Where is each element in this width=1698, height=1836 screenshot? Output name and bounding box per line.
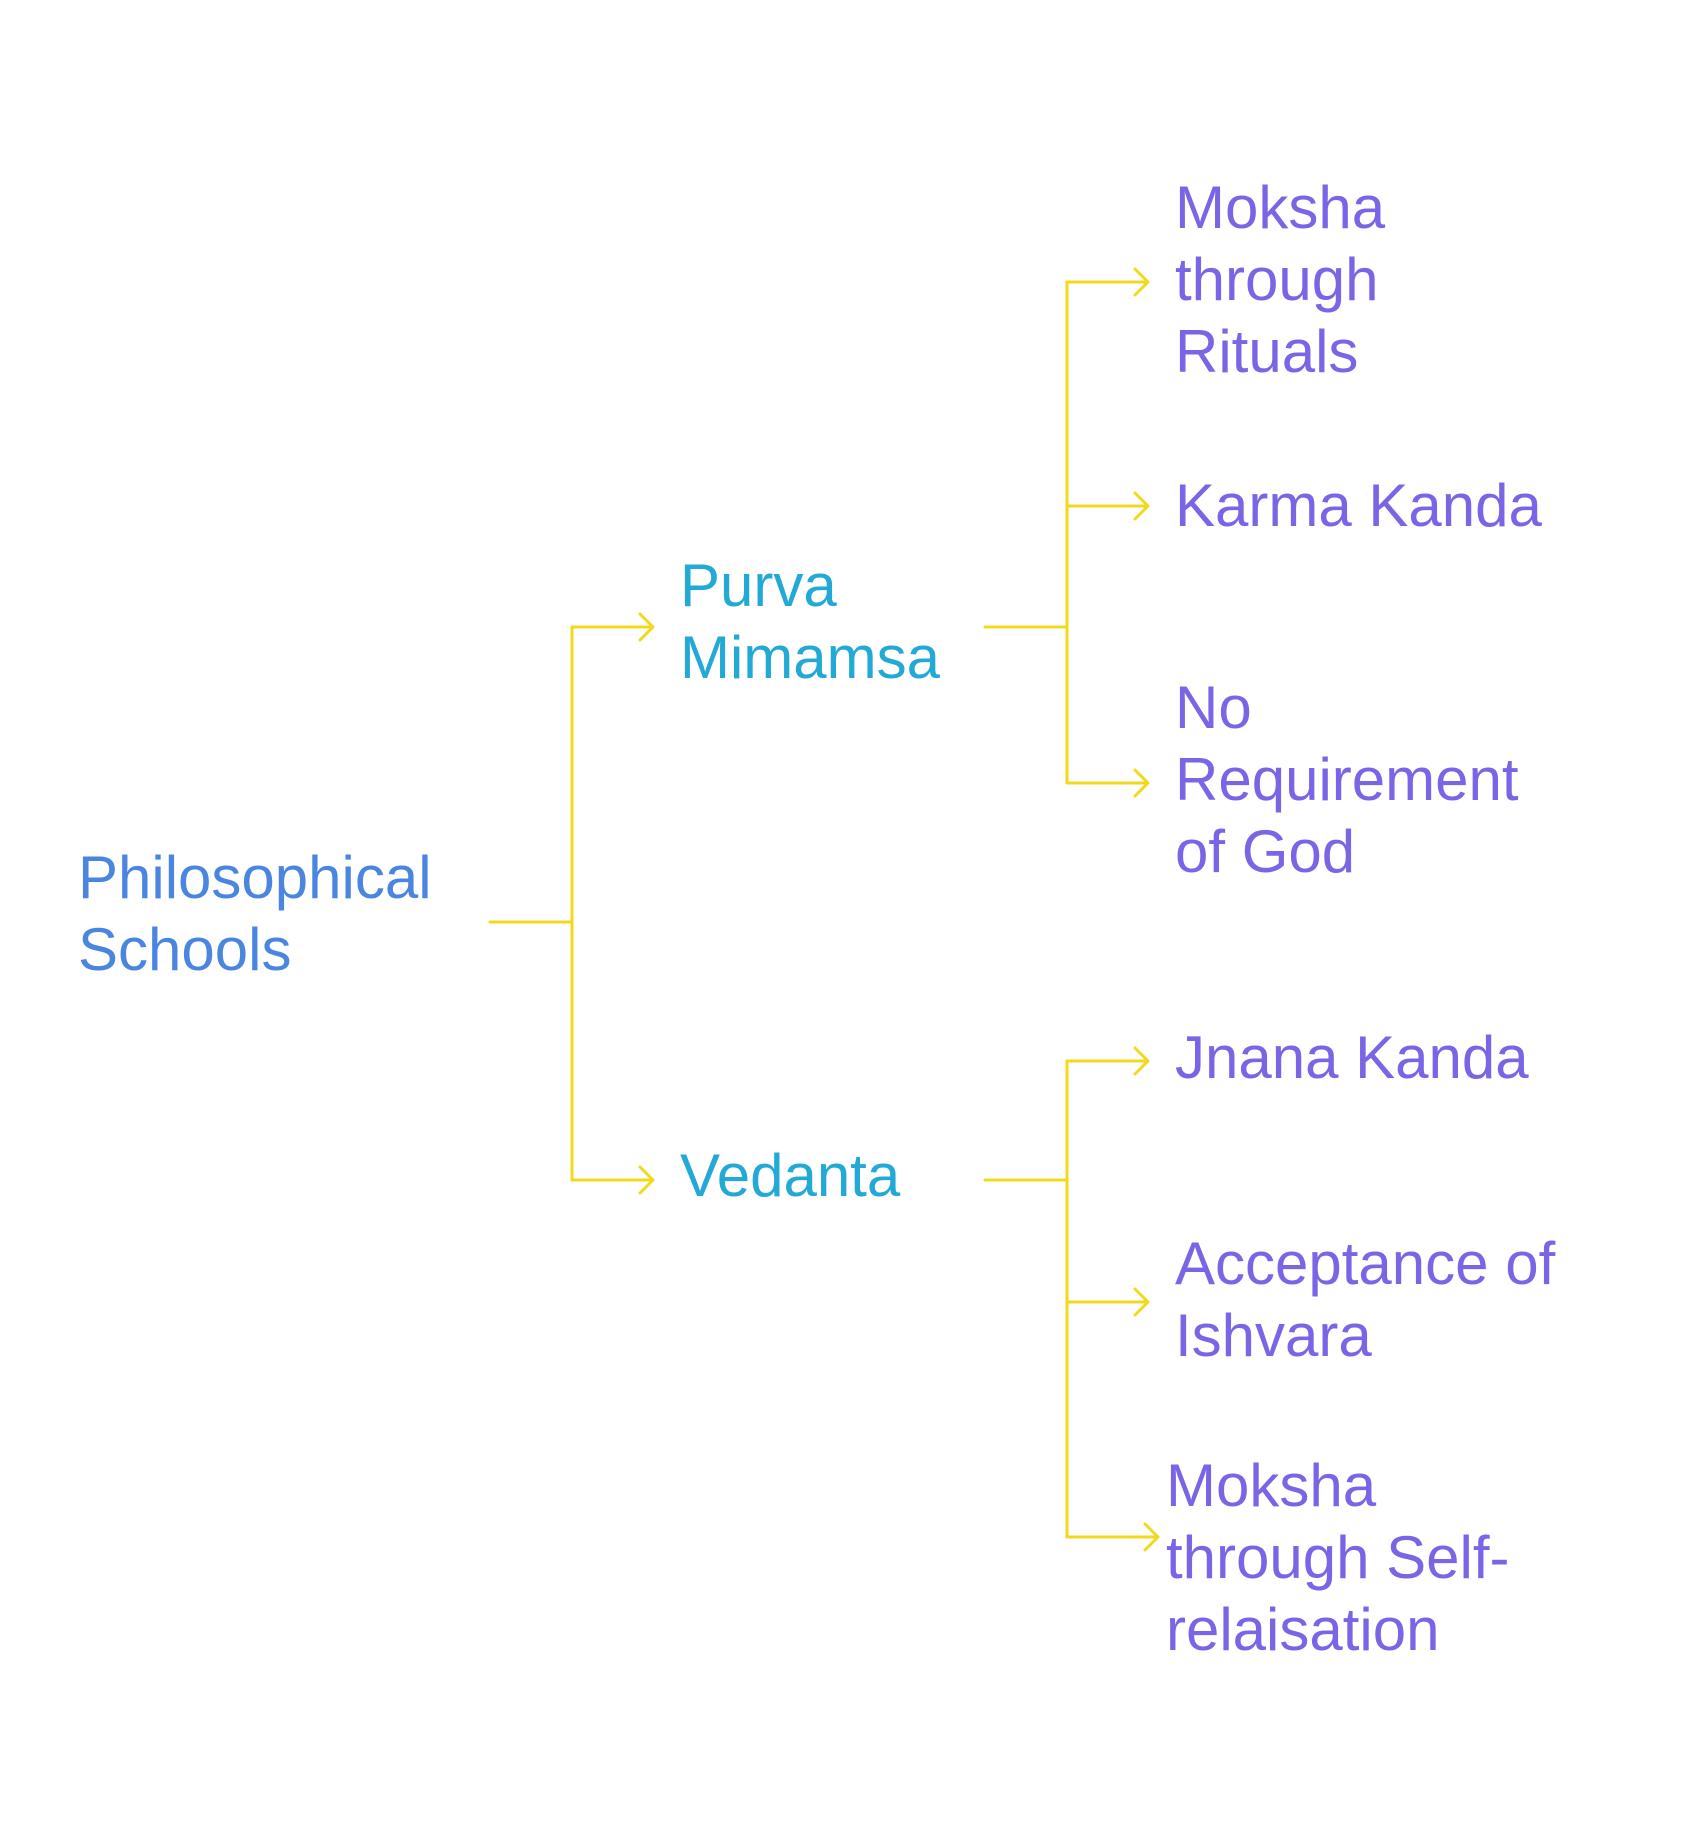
leaf-node-moksha-through-rituals: Moksha through Rituals — [1175, 174, 1386, 385]
arrowhead-leaf-2 — [1133, 491, 1150, 521]
arrowhead-vedanta — [638, 1165, 655, 1195]
leaf-node-moksha-through-self-realisation: Moksha through Self-relaisation — [1166, 1452, 1510, 1663]
leaf-node-no-requirement-of-god: No Requirement of God — [1175, 674, 1519, 885]
arrowhead-leaf-3 — [1133, 768, 1150, 798]
leaf-node-karma-kanda: Karma Kanda — [1175, 472, 1542, 539]
leaf-node-acceptance-of-ishvara: Acceptance of Ishvara — [1175, 1230, 1556, 1369]
branch-node-purva-mimamsa: Purva Mimamsa — [680, 552, 941, 691]
branch-node-vedanta: Vedanta — [680, 1142, 901, 1209]
root-node: Philosophical Schools — [78, 844, 432, 983]
arrowhead-leaf-1 — [1133, 267, 1150, 297]
arrowhead-leaf-6 — [1143, 1522, 1160, 1552]
arrowhead-purva — [638, 612, 655, 642]
leaf-node-jnana-kanda: Jnana Kanda — [1175, 1024, 1529, 1091]
arrowhead-leaf-5 — [1133, 1287, 1150, 1317]
arrowhead-leaf-4 — [1133, 1046, 1150, 1076]
